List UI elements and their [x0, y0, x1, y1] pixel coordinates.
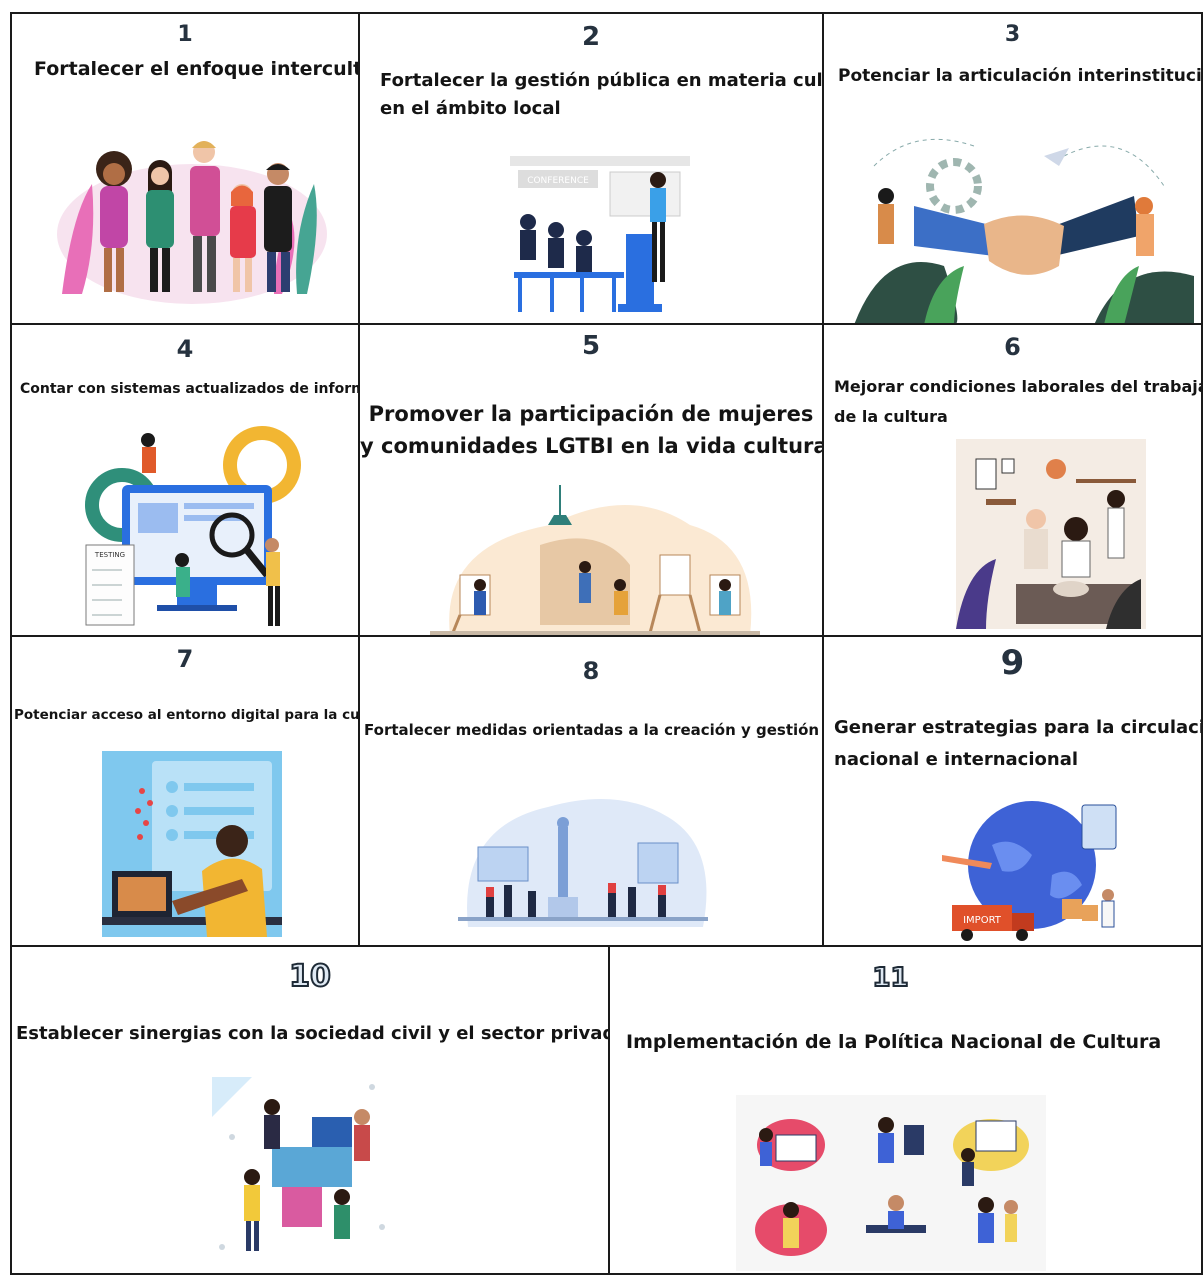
panel-title: Potenciar acceso al entorno digital para…	[14, 707, 360, 723]
panel-title: Potenciar la articulación interinstituci…	[838, 66, 1203, 86]
panel-number: 10	[288, 958, 332, 995]
import-truck-label: IMPORT	[963, 915, 1002, 926]
art-workshop-illustration	[430, 485, 760, 635]
panel-number: 6	[1004, 333, 1021, 361]
artisan-workshop-illustration	[956, 439, 1146, 629]
puzzle-team-illustration	[212, 1077, 392, 1257]
panel-11: 11 Implementación de la Política Naciona…	[608, 945, 1203, 1275]
panel-number: 4	[176, 335, 194, 363]
panel-6: 6 Mejorar condiciones laborales del trab…	[822, 323, 1203, 637]
panel-2: 2 Fortalecer la gestión pública en mater…	[358, 12, 824, 325]
panel-4: 4 Contar con sistemas actualizados de in…	[10, 323, 360, 637]
panel-title: Fortalecer medidas orientadas a la creac…	[364, 721, 820, 739]
gallery-illustration	[458, 787, 708, 937]
conference-banner-text: CONFERENCE	[527, 176, 589, 186]
panel-title: Fortalecer el enfoque intercultural	[34, 58, 360, 80]
panel-8: 8 Fortalecer medidas orientadas a la cre…	[358, 635, 824, 947]
panel-number: 8	[582, 657, 600, 685]
panel-title: Establecer sinergias con la sociedad civ…	[16, 1023, 610, 1044]
panel-number: 11	[871, 962, 909, 994]
conference-illustration: CONFERENCE	[500, 152, 700, 317]
panel-title-line-1: Promover la participación de mujeres	[368, 402, 814, 426]
panel-title: Implementación de la Política Nacional d…	[626, 1031, 1162, 1053]
policy-grid: 1 Fortalecer el enfoque intercultural	[10, 12, 1203, 1275]
panel-5: 5 Promover la participación de mujeres y…	[358, 323, 824, 637]
panel-title-line-1: Generar estrategias para la circulación	[834, 717, 1203, 738]
panel-title: Contar con sistemas actualizados de info…	[20, 381, 358, 397]
testing-label: TESTING	[94, 551, 125, 559]
panel-number: 5	[581, 331, 601, 361]
panel-3: 3 Potenciar la articulación interinstitu…	[822, 12, 1203, 325]
panel-number: 2	[581, 22, 601, 52]
panel-number: 3	[1004, 22, 1021, 47]
handshake-illustration	[854, 126, 1194, 323]
panel-1: 1 Fortalecer el enfoque intercultural	[10, 12, 360, 325]
panel-9: 9 Generar estrategias para la circulació…	[822, 635, 1203, 947]
panel-title-line-2: en el ámbito local	[380, 98, 561, 119]
panel-title-line-2: nacional e internacional	[834, 749, 1079, 770]
global-logistics-illustration: IMPORT	[932, 795, 1132, 945]
title-line-2-wrap: nacional e internacional	[834, 749, 1194, 777]
information-systems-illustration: TESTING	[82, 425, 302, 630]
panel-number: 7	[176, 645, 194, 673]
panel-title-line-1: Mejorar condiciones laborales del trabaj…	[834, 377, 1203, 396]
panel-title-line-2: de la cultura	[834, 407, 948, 426]
panel-10: 10 Establecer sinergias con la sociedad …	[10, 945, 610, 1275]
panel-number: 9	[1000, 643, 1025, 683]
panel-title-line-2: y comunidades LGTBI en la vida cultural	[360, 434, 824, 458]
cultural-activities-illustration	[736, 1095, 1046, 1271]
panel-title-line-1: Fortalecer la gestión pública en materia…	[380, 70, 824, 91]
digital-music-illustration	[102, 751, 282, 937]
intercultural-people-illustration	[52, 124, 332, 309]
panel-7: 7 Potenciar acceso al entorno digital pa…	[10, 635, 360, 947]
panel-number: 1	[177, 22, 193, 47]
